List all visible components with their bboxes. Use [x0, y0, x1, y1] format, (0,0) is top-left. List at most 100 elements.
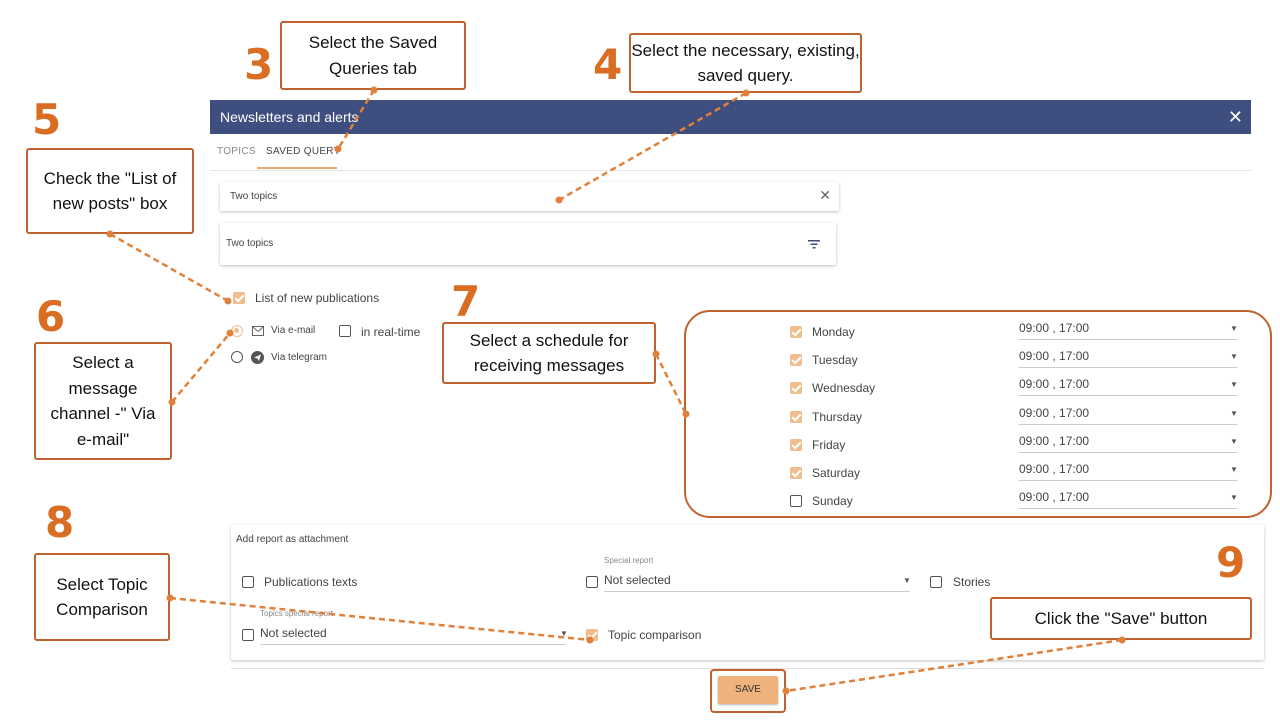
mail-icon	[252, 326, 264, 336]
close-icon[interactable]: ✕	[1227, 107, 1243, 127]
schedule-day-checkbox[interactable]	[790, 326, 802, 338]
step-number-8: 8	[45, 498, 75, 547]
callout-6: Select a message channel -" Via e-mail"	[34, 342, 172, 460]
schedule-day-label: Wednesday	[812, 381, 876, 395]
query-filter-value: Two topics	[226, 238, 274, 249]
topics-special-report-select[interactable]: Not selected	[260, 626, 327, 640]
callout-7-text: Select a schedule for receiving messages	[469, 330, 629, 376]
schedule-caret-icon[interactable]: ▼	[1230, 465, 1238, 474]
via-email-radio[interactable]	[231, 325, 243, 337]
schedule-day-checkbox[interactable]	[790, 354, 802, 366]
topics-special-report-checkbox[interactable]	[242, 629, 254, 641]
schedule-caret-icon[interactable]: ▼	[1230, 409, 1238, 418]
connector-7	[654, 353, 688, 415]
schedule-caret-icon[interactable]: ▼	[1230, 437, 1238, 446]
via-email-label: Via e-mail	[271, 325, 316, 336]
step-number-9: 9	[1216, 538, 1246, 587]
report-title: Add report as attachment	[236, 534, 349, 545]
topic-comparison-checkbox[interactable]	[586, 629, 598, 641]
footer-divider	[231, 668, 1264, 669]
tabs-divider	[210, 170, 1251, 171]
special-report-select[interactable]: Not selected	[604, 573, 671, 587]
filter-icon[interactable]	[808, 239, 820, 249]
schedule-underline	[1019, 395, 1237, 396]
schedule-times-select[interactable]: 09:00 , 17:00	[1019, 434, 1090, 448]
stories-checkbox[interactable]	[930, 576, 942, 588]
topics-special-report-underline	[260, 644, 566, 645]
schedule-day-checkbox[interactable]	[790, 467, 802, 479]
saved-query-value: Two topics	[230, 191, 278, 202]
topics-special-report-label: Topics special report	[260, 609, 333, 618]
schedule-times-select[interactable]: 09:00 , 17:00	[1019, 406, 1090, 420]
via-telegram-label: Via telegram	[271, 352, 327, 363]
query-filter-field[interactable]: Two topics	[220, 223, 836, 265]
schedule-day-label: Saturday	[812, 466, 861, 480]
schedule-caret-icon[interactable]: ▼	[1230, 352, 1238, 361]
schedule-caret-icon[interactable]: ▼	[1230, 324, 1238, 333]
saved-query-select[interactable]: Two topics ✕	[220, 182, 839, 211]
step-number-4: 4	[593, 40, 623, 89]
connector-5	[109, 232, 229, 303]
schedule-underline	[1019, 424, 1237, 425]
callout-4-text: Select the necessary, existing, saved qu…	[631, 40, 860, 86]
save-button[interactable]: SAVE	[718, 676, 778, 704]
schedule-caret-icon[interactable]: ▼	[1230, 493, 1238, 502]
step-number-6: 6	[36, 292, 66, 341]
special-report-caret-icon[interactable]: ▼	[903, 576, 911, 585]
schedule-day-checkbox[interactable]	[790, 495, 802, 507]
schedule-day-label: Tuesday	[812, 353, 858, 367]
schedule-times-select[interactable]: 09:00 , 17:00	[1019, 321, 1090, 335]
dialog-header: Newsletters and alerts ✕	[210, 100, 1251, 134]
list-new-publications-label: List of new publications	[255, 291, 380, 305]
active-tab-indicator	[257, 167, 337, 169]
schedule-day-label: Sunday	[812, 494, 853, 508]
step-number-7: 7	[451, 277, 481, 326]
schedule-times-select[interactable]: 09:00 , 17:00	[1019, 490, 1090, 504]
clear-icon[interactable]: ✕	[819, 187, 831, 203]
topics-special-report-caret-icon[interactable]: ▼	[560, 629, 568, 638]
callout-7: Select a schedule for receiving messages	[442, 322, 656, 384]
realtime-checkbox[interactable]	[339, 325, 351, 337]
schedule-underline	[1019, 452, 1237, 453]
schedule-day-checkbox[interactable]	[790, 439, 802, 451]
callout-3: Select the Saved Queries tab	[280, 21, 466, 90]
publications-texts-label: Publications texts	[264, 575, 358, 589]
schedule-day-checkbox[interactable]	[790, 382, 802, 394]
connector-6	[171, 332, 231, 403]
via-telegram-radio[interactable]	[231, 351, 243, 363]
realtime-label: in real-time	[361, 325, 421, 339]
special-report-label: Special report	[604, 556, 654, 565]
callout-3-text: Select the Saved Queries tab	[308, 33, 438, 78]
dialog-title: Newsletters and alerts	[220, 109, 359, 125]
schedule-day-label: Thursday	[812, 410, 863, 424]
schedule-times-select[interactable]: 09:00 , 17:00	[1019, 462, 1090, 476]
callout-9: Click the "Save" button	[990, 597, 1252, 640]
step-number-3: 3	[244, 40, 274, 89]
callout-5-text: Check the "List of new posts" box	[43, 168, 177, 214]
list-new-publications-checkbox[interactable]	[233, 292, 245, 304]
publications-texts-checkbox[interactable]	[242, 576, 254, 588]
callout-8-text: Select Topic Comparison	[56, 574, 148, 620]
topic-comparison-label: Topic comparison	[608, 628, 702, 642]
schedule-underline	[1019, 339, 1237, 340]
schedule-day-label: Monday	[812, 325, 855, 339]
step-number-5: 5	[32, 95, 62, 144]
schedule-day-checkbox[interactable]	[790, 411, 802, 423]
telegram-icon	[251, 351, 264, 364]
special-report-underline	[604, 591, 910, 592]
schedule-underline	[1019, 480, 1237, 481]
schedule-underline	[1019, 508, 1237, 509]
callout-8: Select Topic Comparison	[34, 553, 170, 641]
callout-6-text: Select a message channel -" Via e-mail"	[50, 353, 156, 449]
schedule-times-select[interactable]: 09:00 , 17:00	[1019, 377, 1090, 391]
schedule-underline	[1019, 367, 1237, 368]
special-report-checkbox[interactable]	[586, 576, 598, 588]
schedule-caret-icon[interactable]: ▼	[1230, 380, 1238, 389]
schedule-day-label: Friday	[812, 438, 846, 452]
callout-5: Check the "List of new posts" box	[26, 148, 194, 234]
tab-saved-query[interactable]: SAVED QUERY	[266, 146, 341, 157]
schedule-times-select[interactable]: 09:00 , 17:00	[1019, 349, 1090, 363]
tab-topics[interactable]: TOPICS	[217, 146, 256, 157]
callout-9-text: Click the "Save" button	[1034, 608, 1208, 628]
stories-label: Stories	[953, 575, 991, 589]
